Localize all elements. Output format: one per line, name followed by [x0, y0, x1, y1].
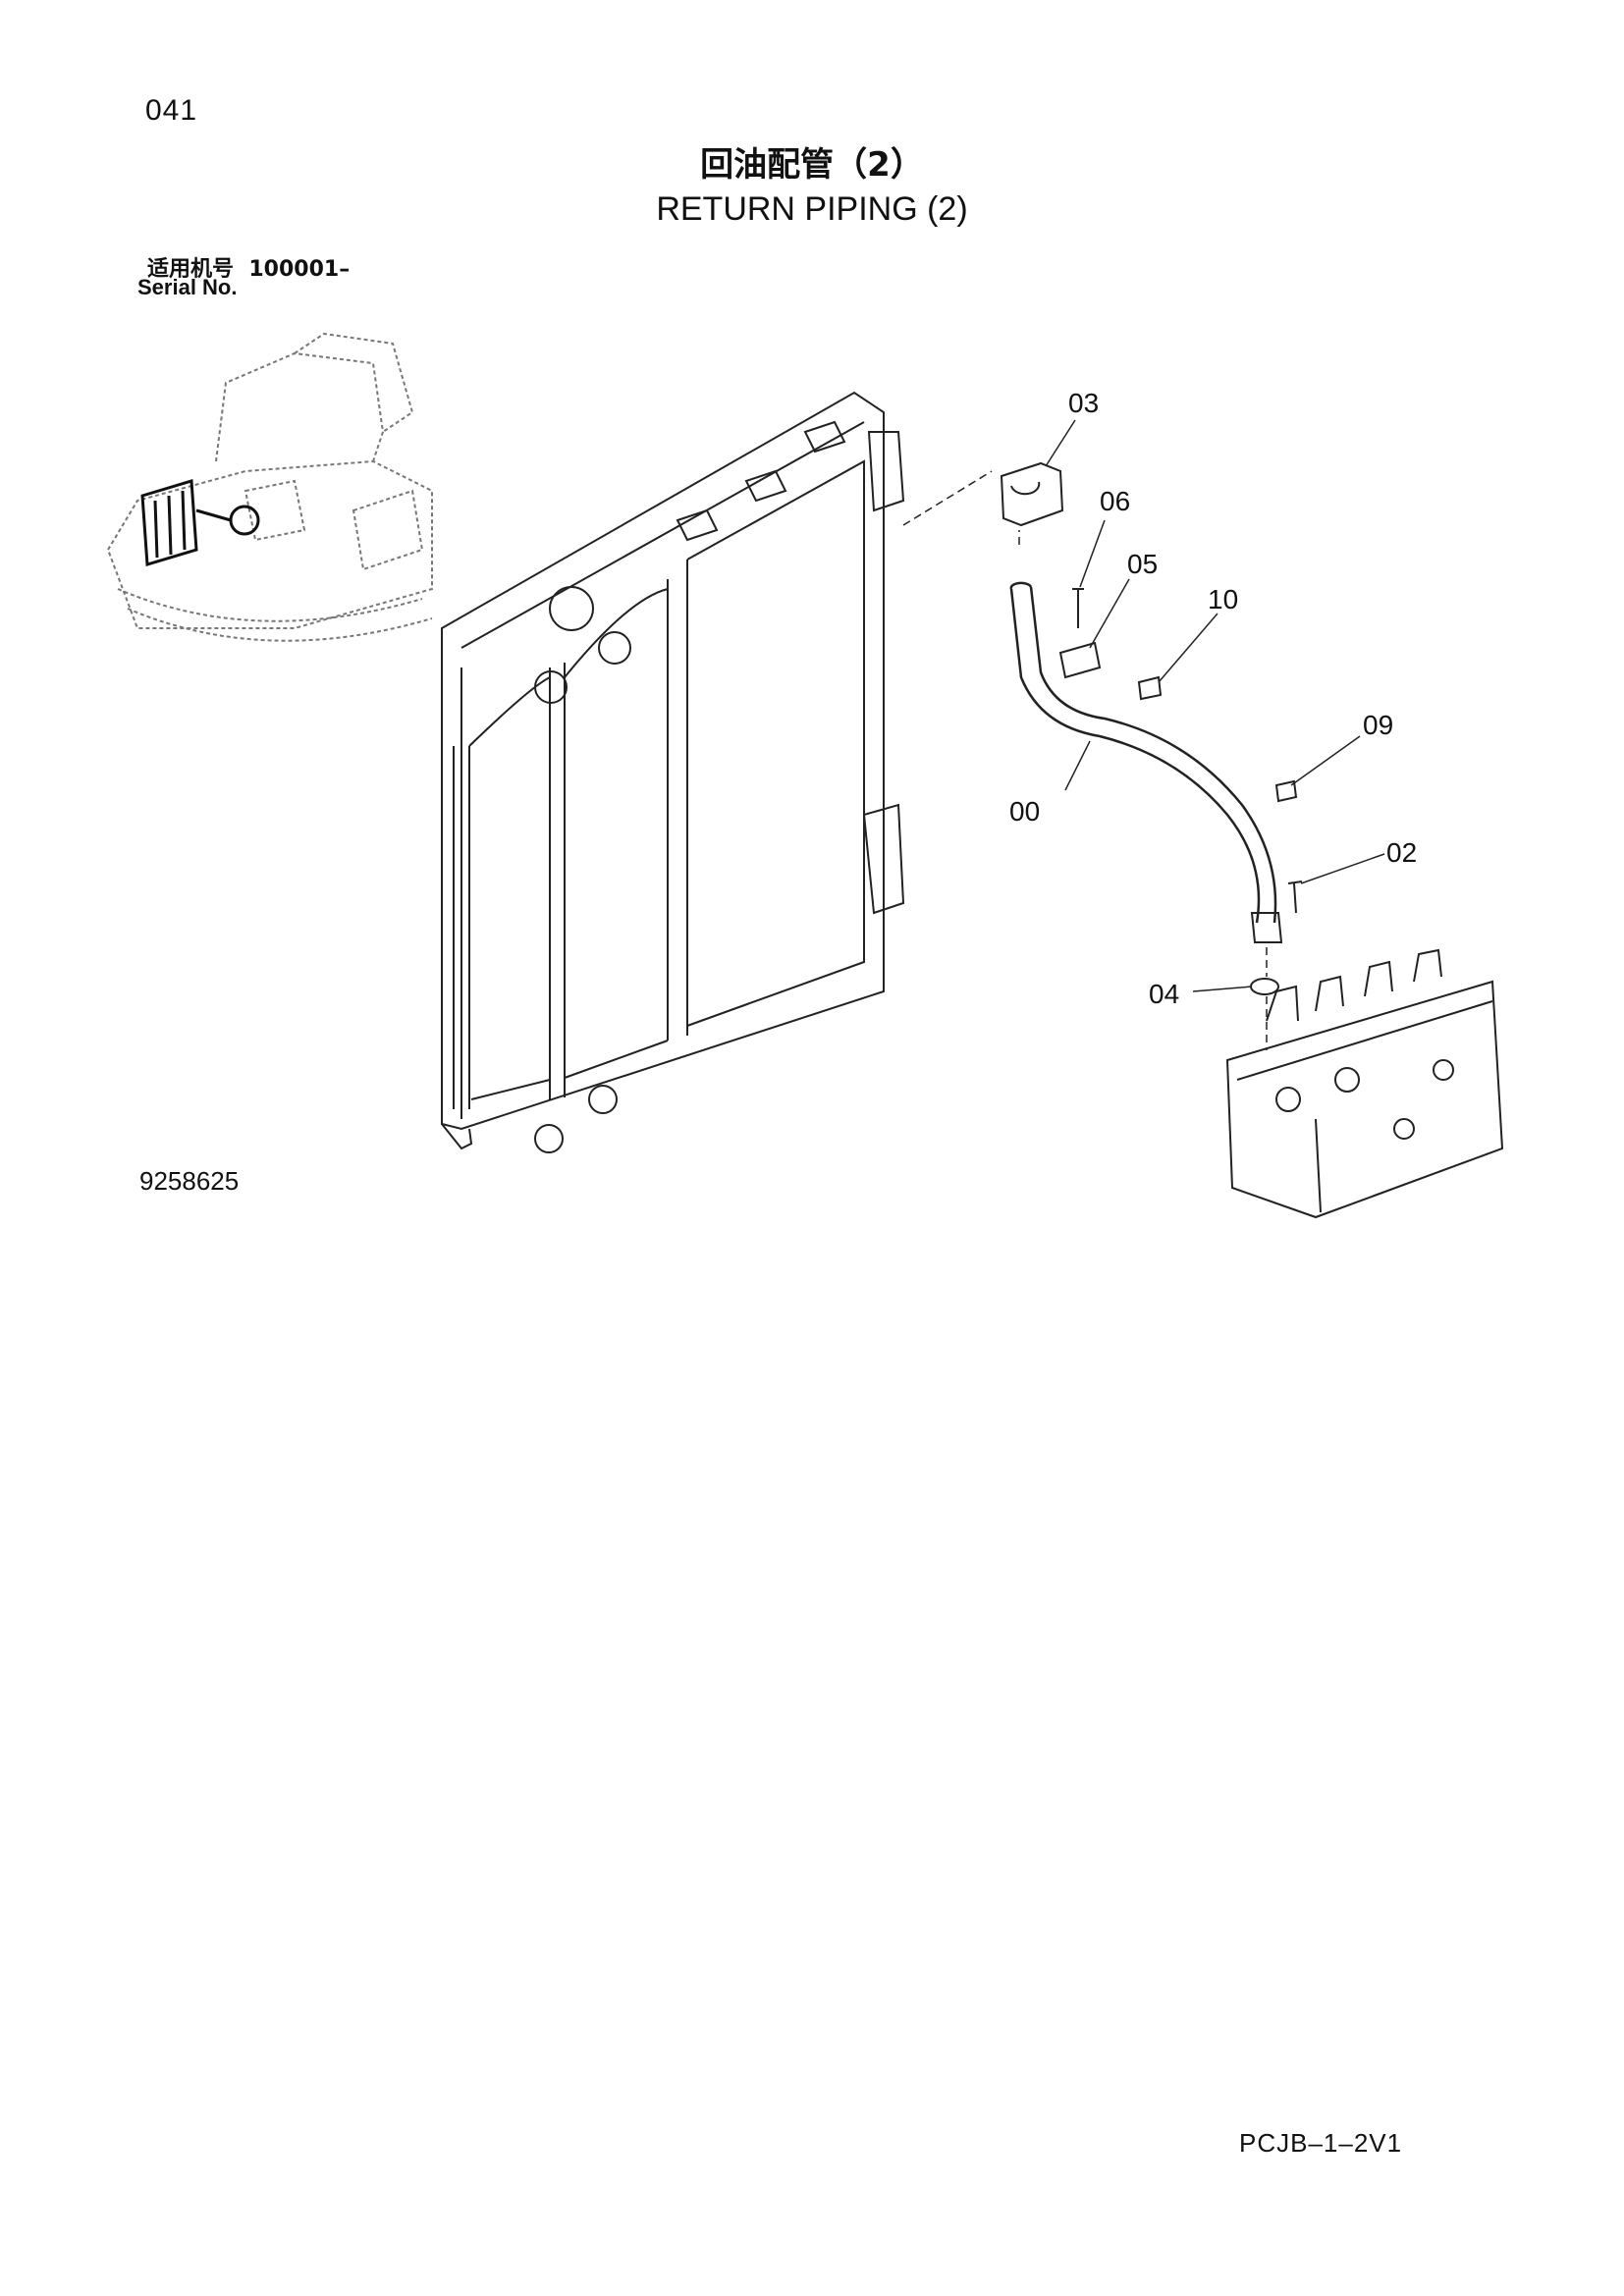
callout-03: 03	[1068, 388, 1099, 418]
flange-end	[1250, 912, 1283, 943]
pipe-clamp-03	[1000, 461, 1064, 527]
callout-02: 02	[1386, 837, 1417, 868]
return-pipe	[1009, 581, 1277, 924]
leader-lines	[1045, 419, 1385, 992]
oil-cooler-assembly	[441, 391, 905, 1153]
control-valve	[1225, 948, 1504, 1219]
bolt-06	[1072, 588, 1084, 628]
plug-09	[1274, 779, 1298, 803]
serial-label-chinese: 适用机号 100001–	[147, 251, 350, 283]
serial-value: 100001–	[248, 257, 351, 282]
callout-04: 04	[1149, 979, 1179, 1009]
plug-10	[1137, 675, 1163, 701]
callout-06: 06	[1100, 486, 1130, 516]
serial-label-english: Serial No.	[137, 275, 238, 299]
callout-10: 10	[1208, 584, 1238, 614]
excavator-location-thumbnail	[106, 332, 433, 642]
title-english: RETURN PIPING (2)	[656, 190, 968, 228]
title-chinese: 回油配管（2）	[700, 145, 924, 185]
alignment-lines	[902, 470, 1268, 1050]
bracket-05	[1058, 641, 1102, 679]
callout-00: 00	[1009, 796, 1040, 827]
callout-05: 05	[1127, 549, 1158, 579]
figure-number: 9258625	[139, 1166, 240, 1196]
page-number: 041	[145, 94, 198, 127]
o-ring-04	[1250, 978, 1279, 995]
bolt-02	[1287, 881, 1303, 914]
thumbnail-highlight	[140, 479, 260, 566]
document-code: PCJB–1–2V1	[1239, 2128, 1403, 2158]
serial-label-cn-text: 适用机号	[147, 257, 235, 282]
callout-09: 09	[1363, 710, 1393, 740]
